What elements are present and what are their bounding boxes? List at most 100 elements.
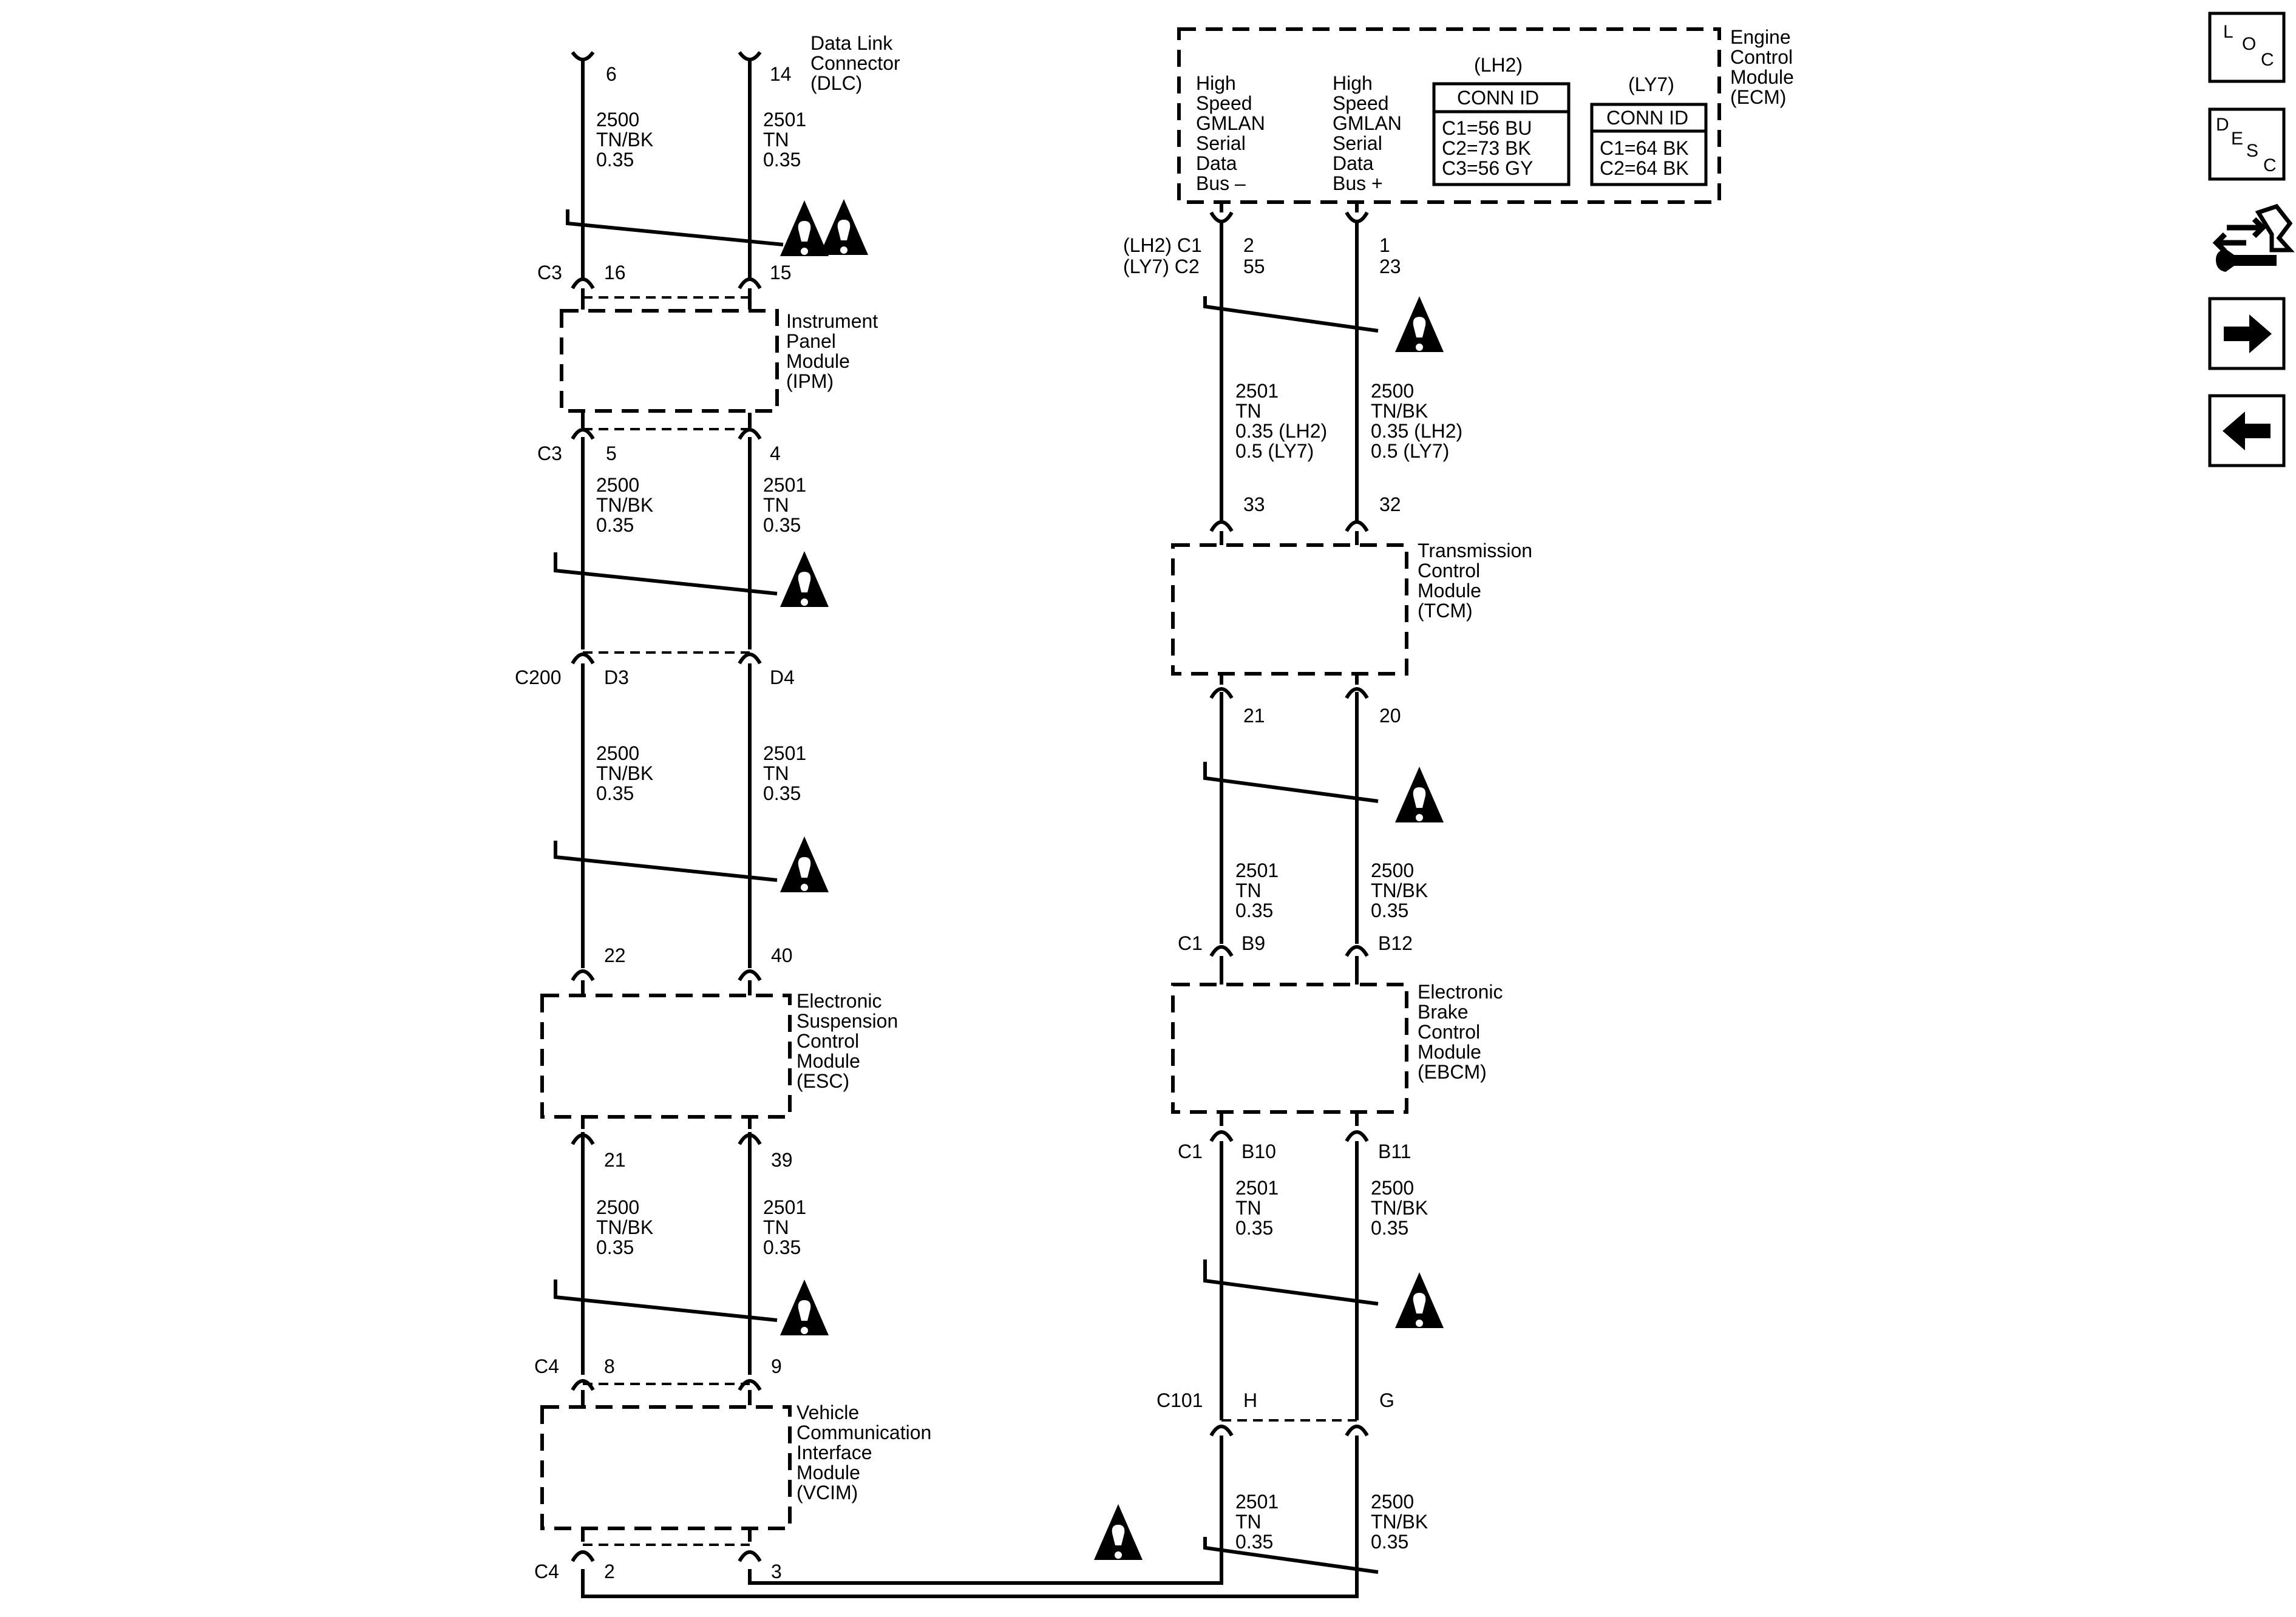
ebcm-pin-b9: B9	[1241, 932, 1265, 954]
loc-button[interactable]: L O C	[2208, 12, 2286, 83]
warning-icon	[780, 836, 829, 892]
twisted-pair-marks-left	[554, 209, 784, 1322]
svg-text:D: D	[2216, 115, 2229, 135]
c101-label: C101	[1156, 1389, 1203, 1411]
vcim-pin-9: 9	[771, 1355, 782, 1377]
desc-button[interactable]: D E S C	[2208, 107, 2286, 181]
connector-tool-icon	[2212, 203, 2295, 272]
ecm-conn-ly7: (LY7) C2	[1123, 256, 1200, 277]
ipm-conn-out: C3	[537, 442, 562, 464]
warning-icon	[1395, 296, 1444, 352]
ebcm-conn-out: C1	[1178, 1141, 1203, 1162]
ly7-row-1: C1=64 BK	[1600, 137, 1689, 159]
desc-icon: D E S C	[2216, 115, 2277, 175]
previous-arrow-icon	[2223, 412, 2271, 450]
tcm-pin-32: 32	[1379, 493, 1401, 515]
dlc-pin-14: 14	[770, 63, 792, 85]
c101-pin-h: H	[1243, 1389, 1257, 1411]
left-bus-wires	[581, 59, 752, 1596]
tcm-pin-33: 33	[1243, 493, 1265, 515]
dlc-pin-6: 6	[606, 63, 617, 85]
tcm-pin-21: 21	[1243, 705, 1265, 727]
svg-text:E: E	[2231, 129, 2243, 149]
esc-pin-40: 40	[771, 944, 793, 966]
connector-tool-button[interactable]	[2212, 203, 2295, 272]
bottom-bus-wires	[581, 1466, 1379, 1598]
vcim-pin-2: 2	[604, 1561, 615, 1582]
esc-pin-22: 22	[604, 944, 626, 966]
c200-pin-d4: D4	[770, 666, 795, 688]
ecm-pin-23: 23	[1379, 256, 1401, 277]
ebcm-pin-b11: B11	[1378, 1141, 1411, 1162]
warning-icon	[820, 199, 868, 255]
warning-icon	[780, 1280, 829, 1335]
warning-icon	[1094, 1504, 1143, 1560]
esc-pin-21: 21	[604, 1149, 626, 1171]
ecm-pin-2: 2	[1243, 234, 1254, 256]
ecm-pin-55: 55	[1243, 256, 1265, 277]
ipm-pin-16: 16	[604, 262, 626, 283]
vcim-conn-in: C4	[534, 1355, 559, 1377]
ecm-pin-1: 1	[1379, 234, 1390, 256]
vcim-pin-3: 3	[771, 1561, 782, 1582]
twisted-pair-marks-right	[1203, 296, 1379, 1306]
next-button[interactable]	[2208, 297, 2286, 370]
esc-pin-39: 39	[771, 1149, 793, 1171]
lh2-title: (LH2)	[1474, 54, 1523, 76]
warning-icon	[780, 551, 829, 607]
lh2-row-3: C3=56 GY	[1442, 157, 1533, 179]
ecm-conn-lh2: (LH2) C1	[1123, 234, 1202, 256]
tcm-pin-20: 20	[1379, 705, 1401, 727]
ecm-terminals: (LH2) C1 (LY7) C2 2 55 1 23	[1123, 202, 1401, 277]
svg-text:O: O	[2242, 34, 2256, 54]
ly7-header: CONN ID	[1606, 107, 1688, 129]
loc-icon: L O C	[2223, 22, 2274, 70]
previous-button[interactable]	[2208, 394, 2286, 467]
warning-icon	[780, 200, 829, 256]
ebcm-conn-in: C1	[1178, 932, 1203, 954]
next-arrow-icon	[2224, 314, 2272, 353]
ebcm-pin-b10: B10	[1241, 1141, 1276, 1162]
c200-connector: C200 D3 D4	[515, 651, 795, 688]
lh2-row-1: C1=56 BU	[1442, 117, 1532, 139]
warning-icon	[1395, 767, 1444, 822]
warning-icon	[1395, 1272, 1444, 1328]
ly7-title: (LY7)	[1628, 73, 1674, 95]
